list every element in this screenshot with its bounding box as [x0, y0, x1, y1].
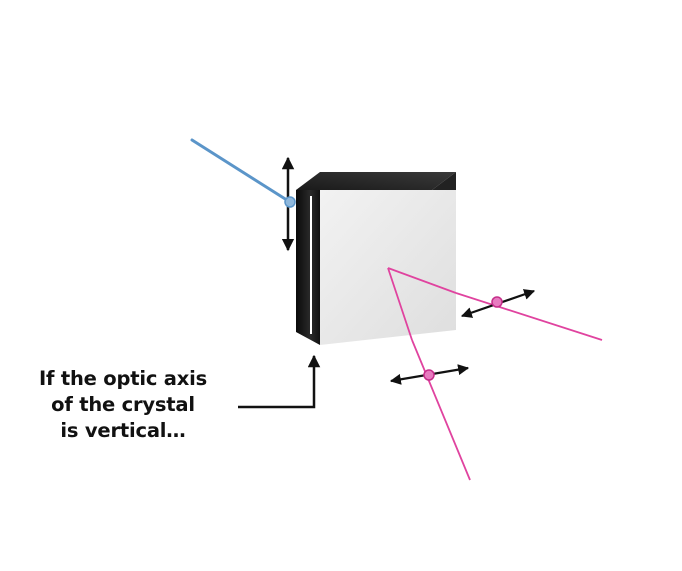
crystal-top-face [296, 172, 456, 190]
refracted-beam-1 [455, 292, 603, 341]
caption: If the optic axis of the crystal is vert… [18, 366, 228, 444]
crystal-side-face [296, 190, 320, 345]
caption-line-1: If the optic axis [38, 367, 208, 390]
caption-line-3: is vertical… [60, 419, 186, 442]
crystal [296, 172, 456, 345]
refracted-beam-2 [411, 339, 471, 481]
beam-2-polarization-dot [423, 369, 435, 381]
incident-polarization-dot [284, 196, 296, 208]
refracted-beam-1-inside [387, 267, 457, 294]
caption-pointer-arrow [238, 354, 321, 409]
crystal-front-face [320, 190, 456, 345]
beam-1-polarization-dot [491, 296, 503, 308]
refracted-beam-2-inside [387, 267, 413, 341]
crystal-right-edge [432, 172, 456, 190]
caption-line-2: of the crystal [51, 393, 195, 416]
incident-beam [190, 138, 292, 204]
